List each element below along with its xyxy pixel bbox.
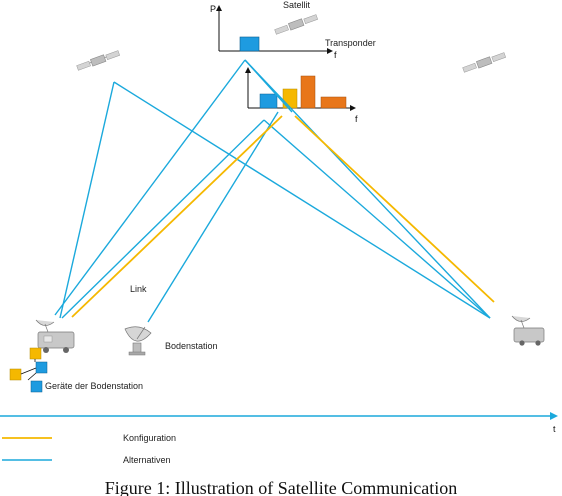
satellite-dish-icon [511, 315, 545, 346]
ground-devices-label: Geräte der Bodenstation [45, 381, 143, 391]
time-axis-label: t [553, 424, 556, 434]
frequency-spectrum: f [245, 67, 358, 124]
satellite-dish-icon [35, 319, 75, 353]
device-box-yellow-2 [9, 368, 22, 381]
device-box-blue-2 [30, 380, 43, 393]
link-label: Link [130, 284, 147, 294]
transponder-box [239, 36, 260, 52]
satellite-icon [462, 52, 507, 73]
figure-caption: Figure 1: Illustration of Satellite Comm… [105, 478, 457, 496]
spectrum-bar-orange-2 [320, 96, 347, 109]
transponder-spectrum: P f Satellit Transponder [210, 0, 376, 60]
ground-station-label: Bodenstation [165, 341, 218, 351]
spectrum-bar-blue [259, 93, 278, 109]
satellite-icon [274, 14, 319, 35]
ground-station-devices [9, 347, 48, 393]
time-axis: t [0, 412, 558, 434]
satellite-icon [76, 50, 121, 71]
axis-label-f-top: f [334, 50, 337, 60]
satellite-dish-icon [124, 326, 152, 356]
device-box-yellow-1 [29, 347, 42, 360]
axis-label-f-mid: f [355, 114, 358, 124]
satellite-label: Satellit [283, 0, 311, 10]
legend-label-configuration: Konfiguration [123, 433, 176, 443]
spectrum-bar-orange-1 [300, 75, 316, 109]
legend: Konfiguration Alternativen [2, 433, 176, 465]
transponder-label: Transponder [325, 38, 376, 48]
legend-label-alternatives: Alternativen [123, 455, 171, 465]
axis-label-p: P [210, 4, 216, 14]
alternative-links [54, 59, 491, 323]
configuration-links [71, 115, 495, 318]
device-box-blue-1 [35, 361, 48, 374]
